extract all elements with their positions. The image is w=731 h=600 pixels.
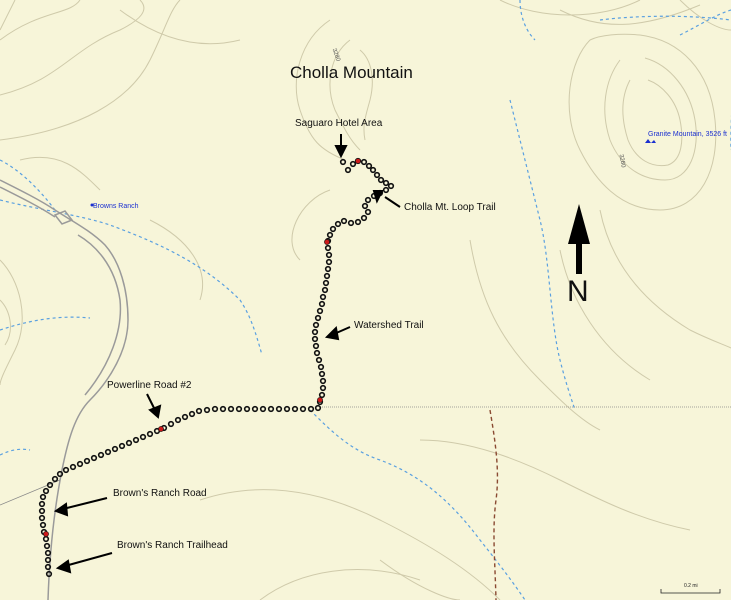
cholla-loop-label: Cholla Mt. Loop Trail [404,202,496,213]
waypoint-powerline [158,426,164,432]
mountain-name-label: Cholla Mountain [290,63,413,82]
dashed-trail [489,409,499,600]
north-label: N [567,275,589,308]
granite-mountain-label: Granite Mountain, 3526 ft [648,131,727,138]
north-arrow-icon [568,204,590,274]
waypoint-browns-road [43,531,49,537]
browns-ranch-road-label: Brown's Ranch Road [113,488,207,499]
waypoints [43,158,361,537]
ranch-marker-icon [90,203,94,207]
waypoint-loop [324,239,330,245]
roads [0,179,129,600]
watershed-trail-label: Watershed Trail [354,320,424,331]
label-arrows [53,134,401,574]
browns-ranch-trailhead-label: Brown's Ranch Trailhead [117,540,228,551]
section-lines [0,406,731,506]
browns-ranch-place-label: Browns Ranch [93,203,139,210]
scale-label: 0.2 mi [684,583,698,589]
waypoint-watershed [317,397,323,403]
waypoint-saguaro [355,158,361,164]
powerline-road-label: Powerline Road #2 [107,380,192,391]
scale-bar [660,589,721,594]
summit-marker-icon [645,139,656,143]
saguaro-hotel-label: Saguaro Hotel Area [295,118,383,129]
gps-track [38,157,395,578]
